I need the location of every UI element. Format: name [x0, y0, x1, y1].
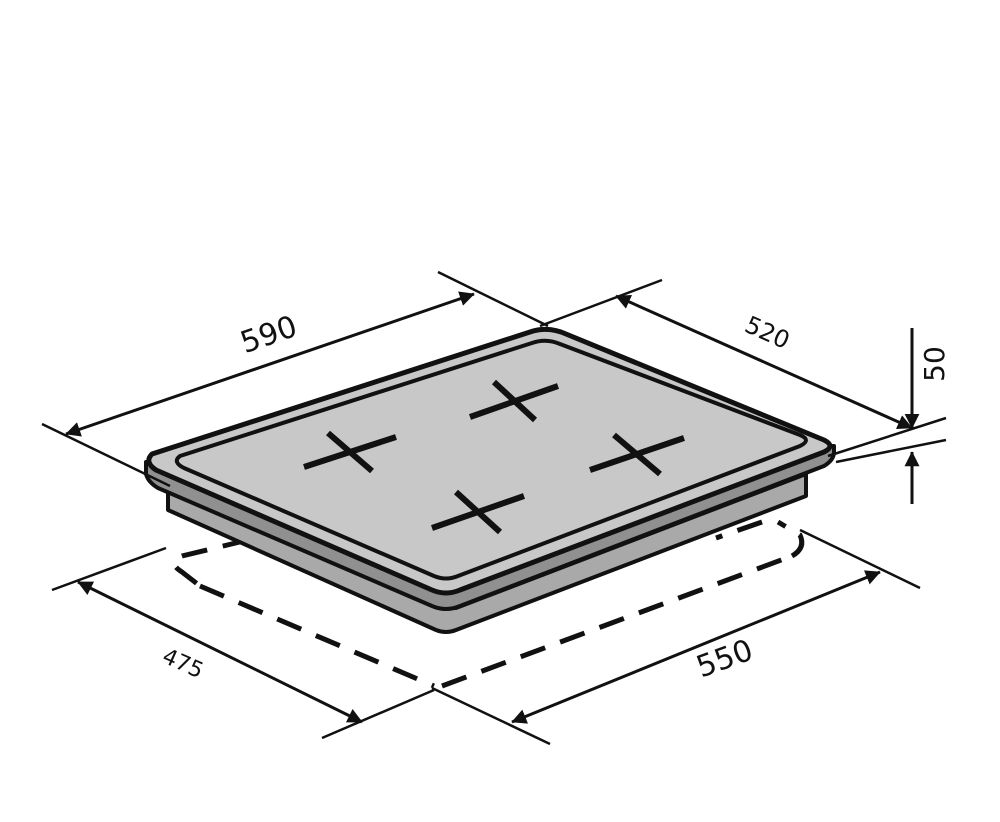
dimension-lines [65, 291, 920, 724]
dim-label-depth: 520 [741, 311, 794, 355]
dim-line-550 [511, 570, 881, 724]
burner-top [469, 379, 559, 423]
dim-line-475 [77, 580, 363, 724]
dim-label-height: 50 [918, 346, 951, 382]
dim-line-520 [615, 294, 913, 430]
dim-line-590 [65, 291, 475, 437]
extension-lines [41, 270, 947, 746]
burner-left [303, 430, 397, 474]
burner-front [431, 489, 525, 535]
burner-marks [303, 379, 685, 535]
dim-label-cutout-depth: 475 [158, 644, 207, 684]
dim-label-cutout-width: 550 [692, 633, 758, 685]
hob-body [144, 326, 836, 634]
hob-base-side [166, 472, 808, 634]
burner-right [589, 432, 685, 477]
dim-label-width: 590 [236, 309, 302, 361]
